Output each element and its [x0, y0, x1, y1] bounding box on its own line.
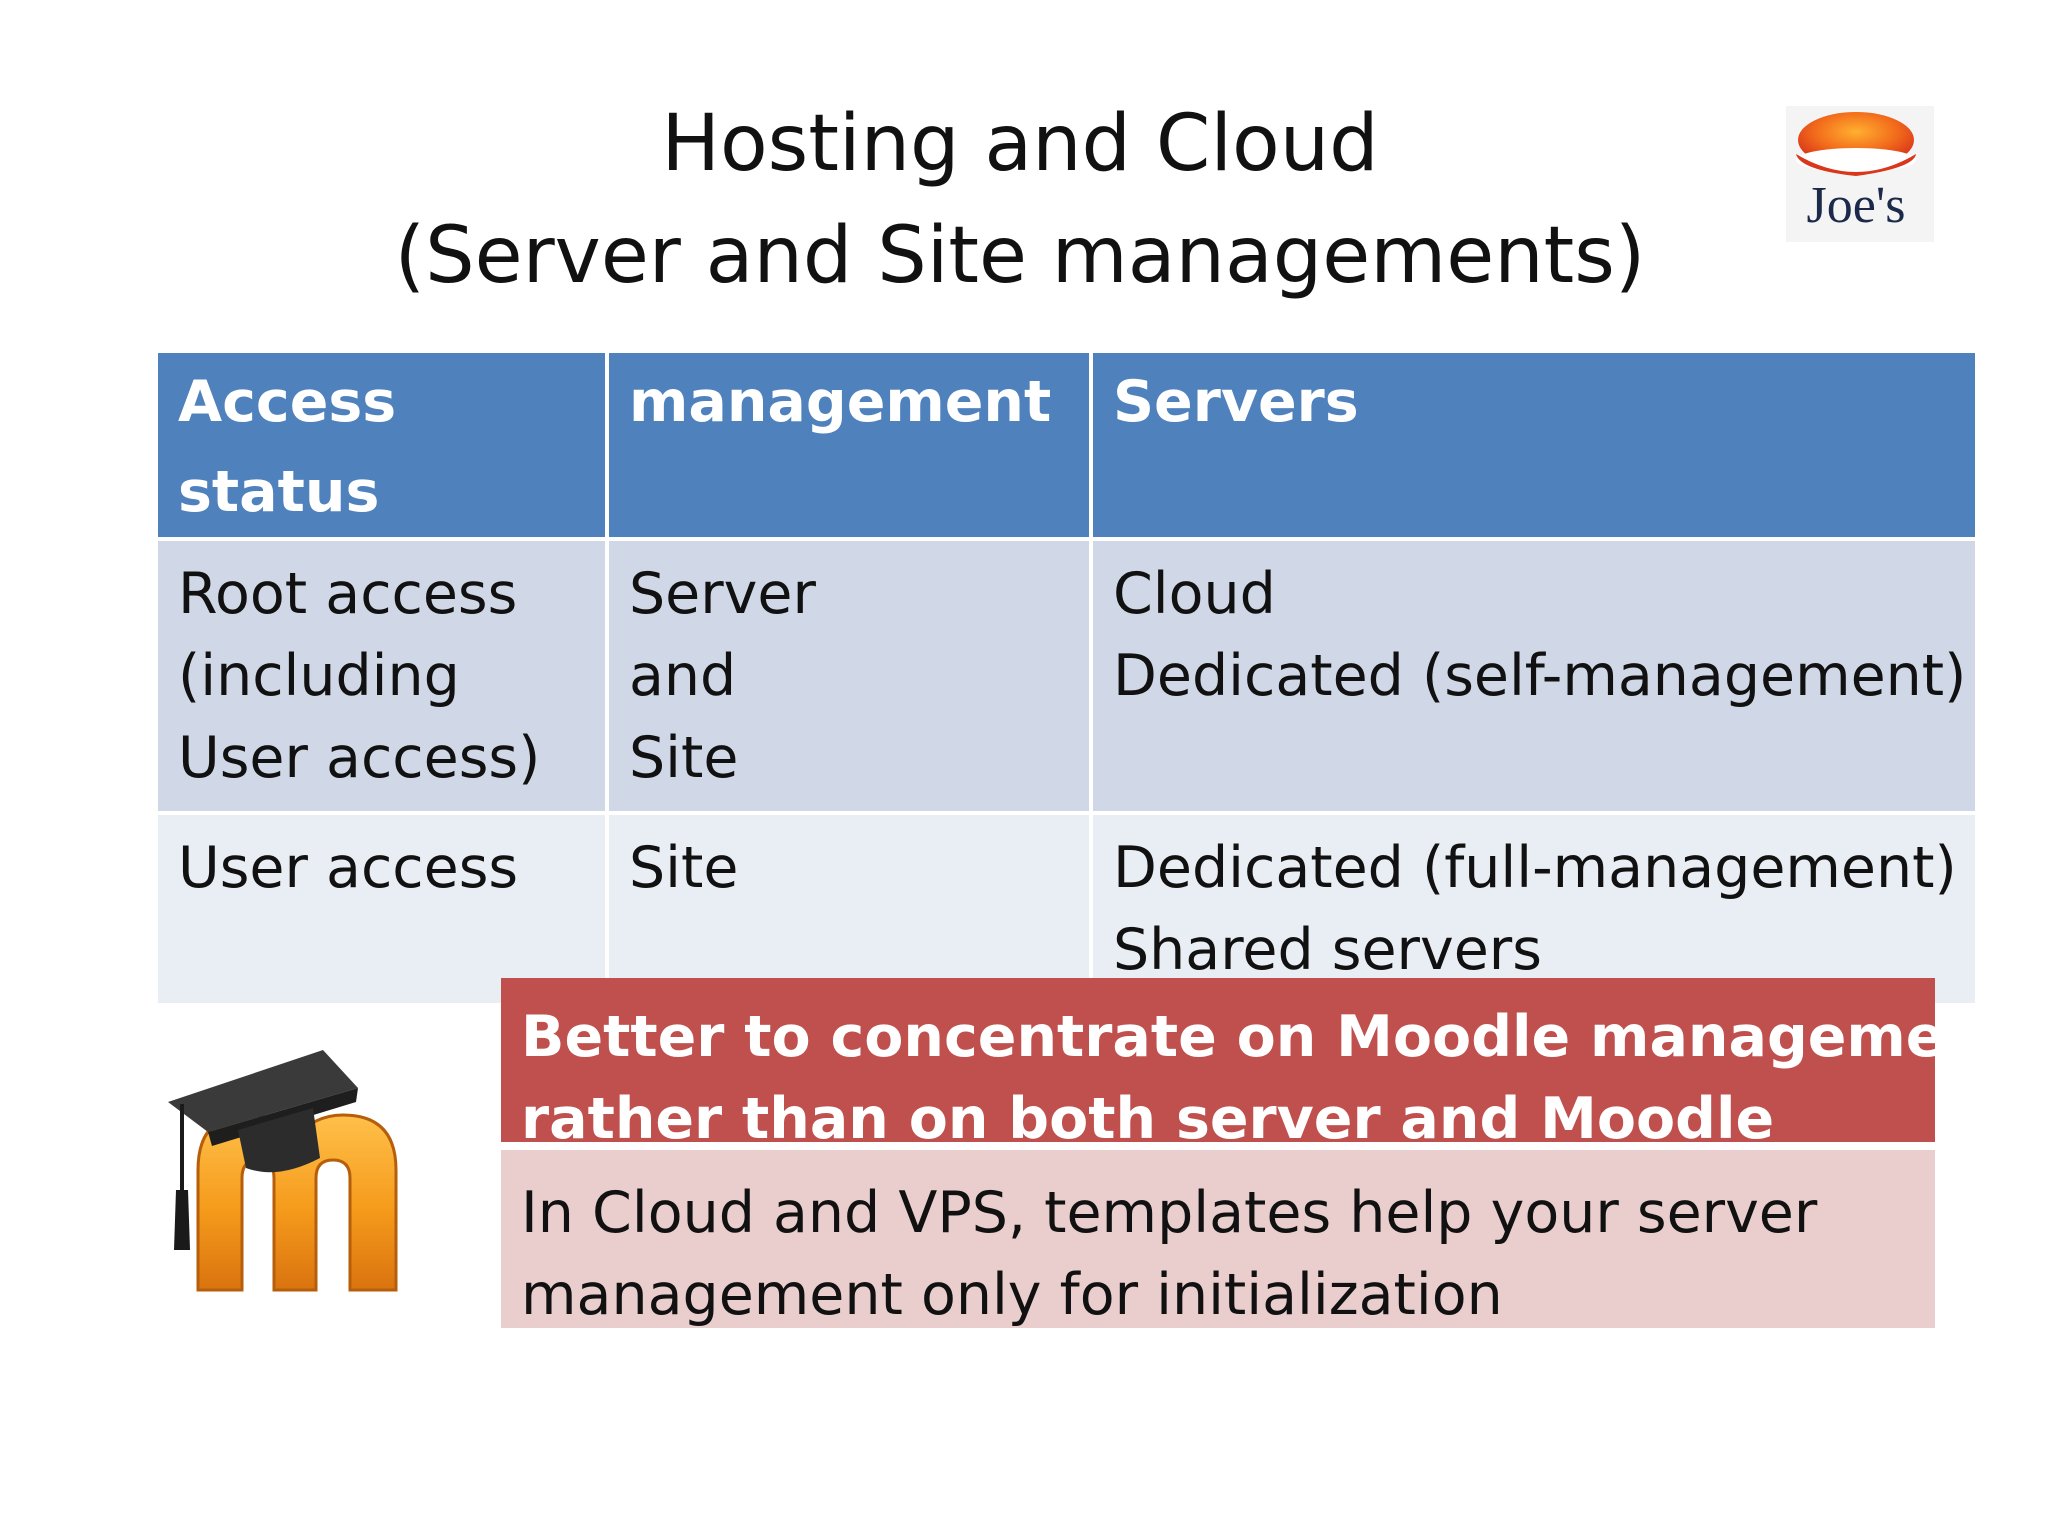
svg-text:Joe's: Joe's — [1807, 177, 1906, 234]
moodle-logo-icon — [108, 1040, 488, 1310]
callout-body-line: management only for initialization — [521, 1262, 1503, 1328]
cell-access: Root access (including User access) — [154, 537, 609, 815]
cell-servers: Dedicated (full-management) Shared serve… — [1089, 811, 1979, 1007]
cell-line: and — [629, 643, 737, 709]
table-row: User access Site Dedicated (full-managem… — [154, 811, 1979, 1007]
cell-management: Server and Site — [605, 537, 1093, 815]
callout-body-line: In Cloud and VPS, templates help your se… — [521, 1180, 1818, 1246]
cell-line: Server — [629, 561, 816, 627]
callout-body: In Cloud and VPS, templates help your se… — [501, 1150, 1935, 1328]
joes-logo-icon: Joe's — [1786, 104, 1934, 244]
callout-box: Better to concentrate on Moodle manageme… — [501, 978, 2013, 1328]
table-row: Root access (including User access) Serv… — [154, 537, 1979, 815]
cell-line: Cloud — [1113, 561, 1276, 627]
cell-line: User access) — [178, 725, 541, 791]
header-management: management — [605, 349, 1093, 541]
cell-line: Dedicated (full-management) — [1113, 835, 1957, 901]
cell-access: User access — [154, 811, 609, 1007]
header-access-status: Access status — [154, 349, 609, 541]
slide-title: Hosting and Cloud (Server and Site manag… — [300, 88, 1740, 312]
cell-line: Shared servers — [1113, 917, 1542, 983]
cell-line: (including — [178, 643, 460, 709]
cell-line: Root access — [178, 561, 518, 627]
callout-heading-line: Better to concentrate on Moodle manageme… — [521, 1004, 2013, 1070]
callout-heading-line: rather than on both server and Moodle — [521, 1086, 1775, 1152]
cell-line: Site — [629, 725, 739, 791]
table-header-row: Access status management Servers — [154, 349, 1979, 541]
title-line-2: (Server and Site managements) — [394, 211, 1646, 301]
header-servers: Servers — [1089, 349, 1979, 541]
callout-heading: Better to concentrate on Moodle manageme… — [501, 978, 2013, 1152]
title-line-1: Hosting and Cloud — [661, 99, 1379, 189]
cell-line: Dedicated (self-management) — [1113, 643, 1967, 709]
cell-servers: Cloud Dedicated (self-management) — [1089, 537, 1979, 815]
cell-management: Site — [605, 811, 1093, 1007]
cell-line: Site — [629, 835, 739, 901]
hosting-table: Access status management Servers Root ac… — [154, 349, 1979, 1007]
cell-line: User access — [178, 835, 519, 901]
